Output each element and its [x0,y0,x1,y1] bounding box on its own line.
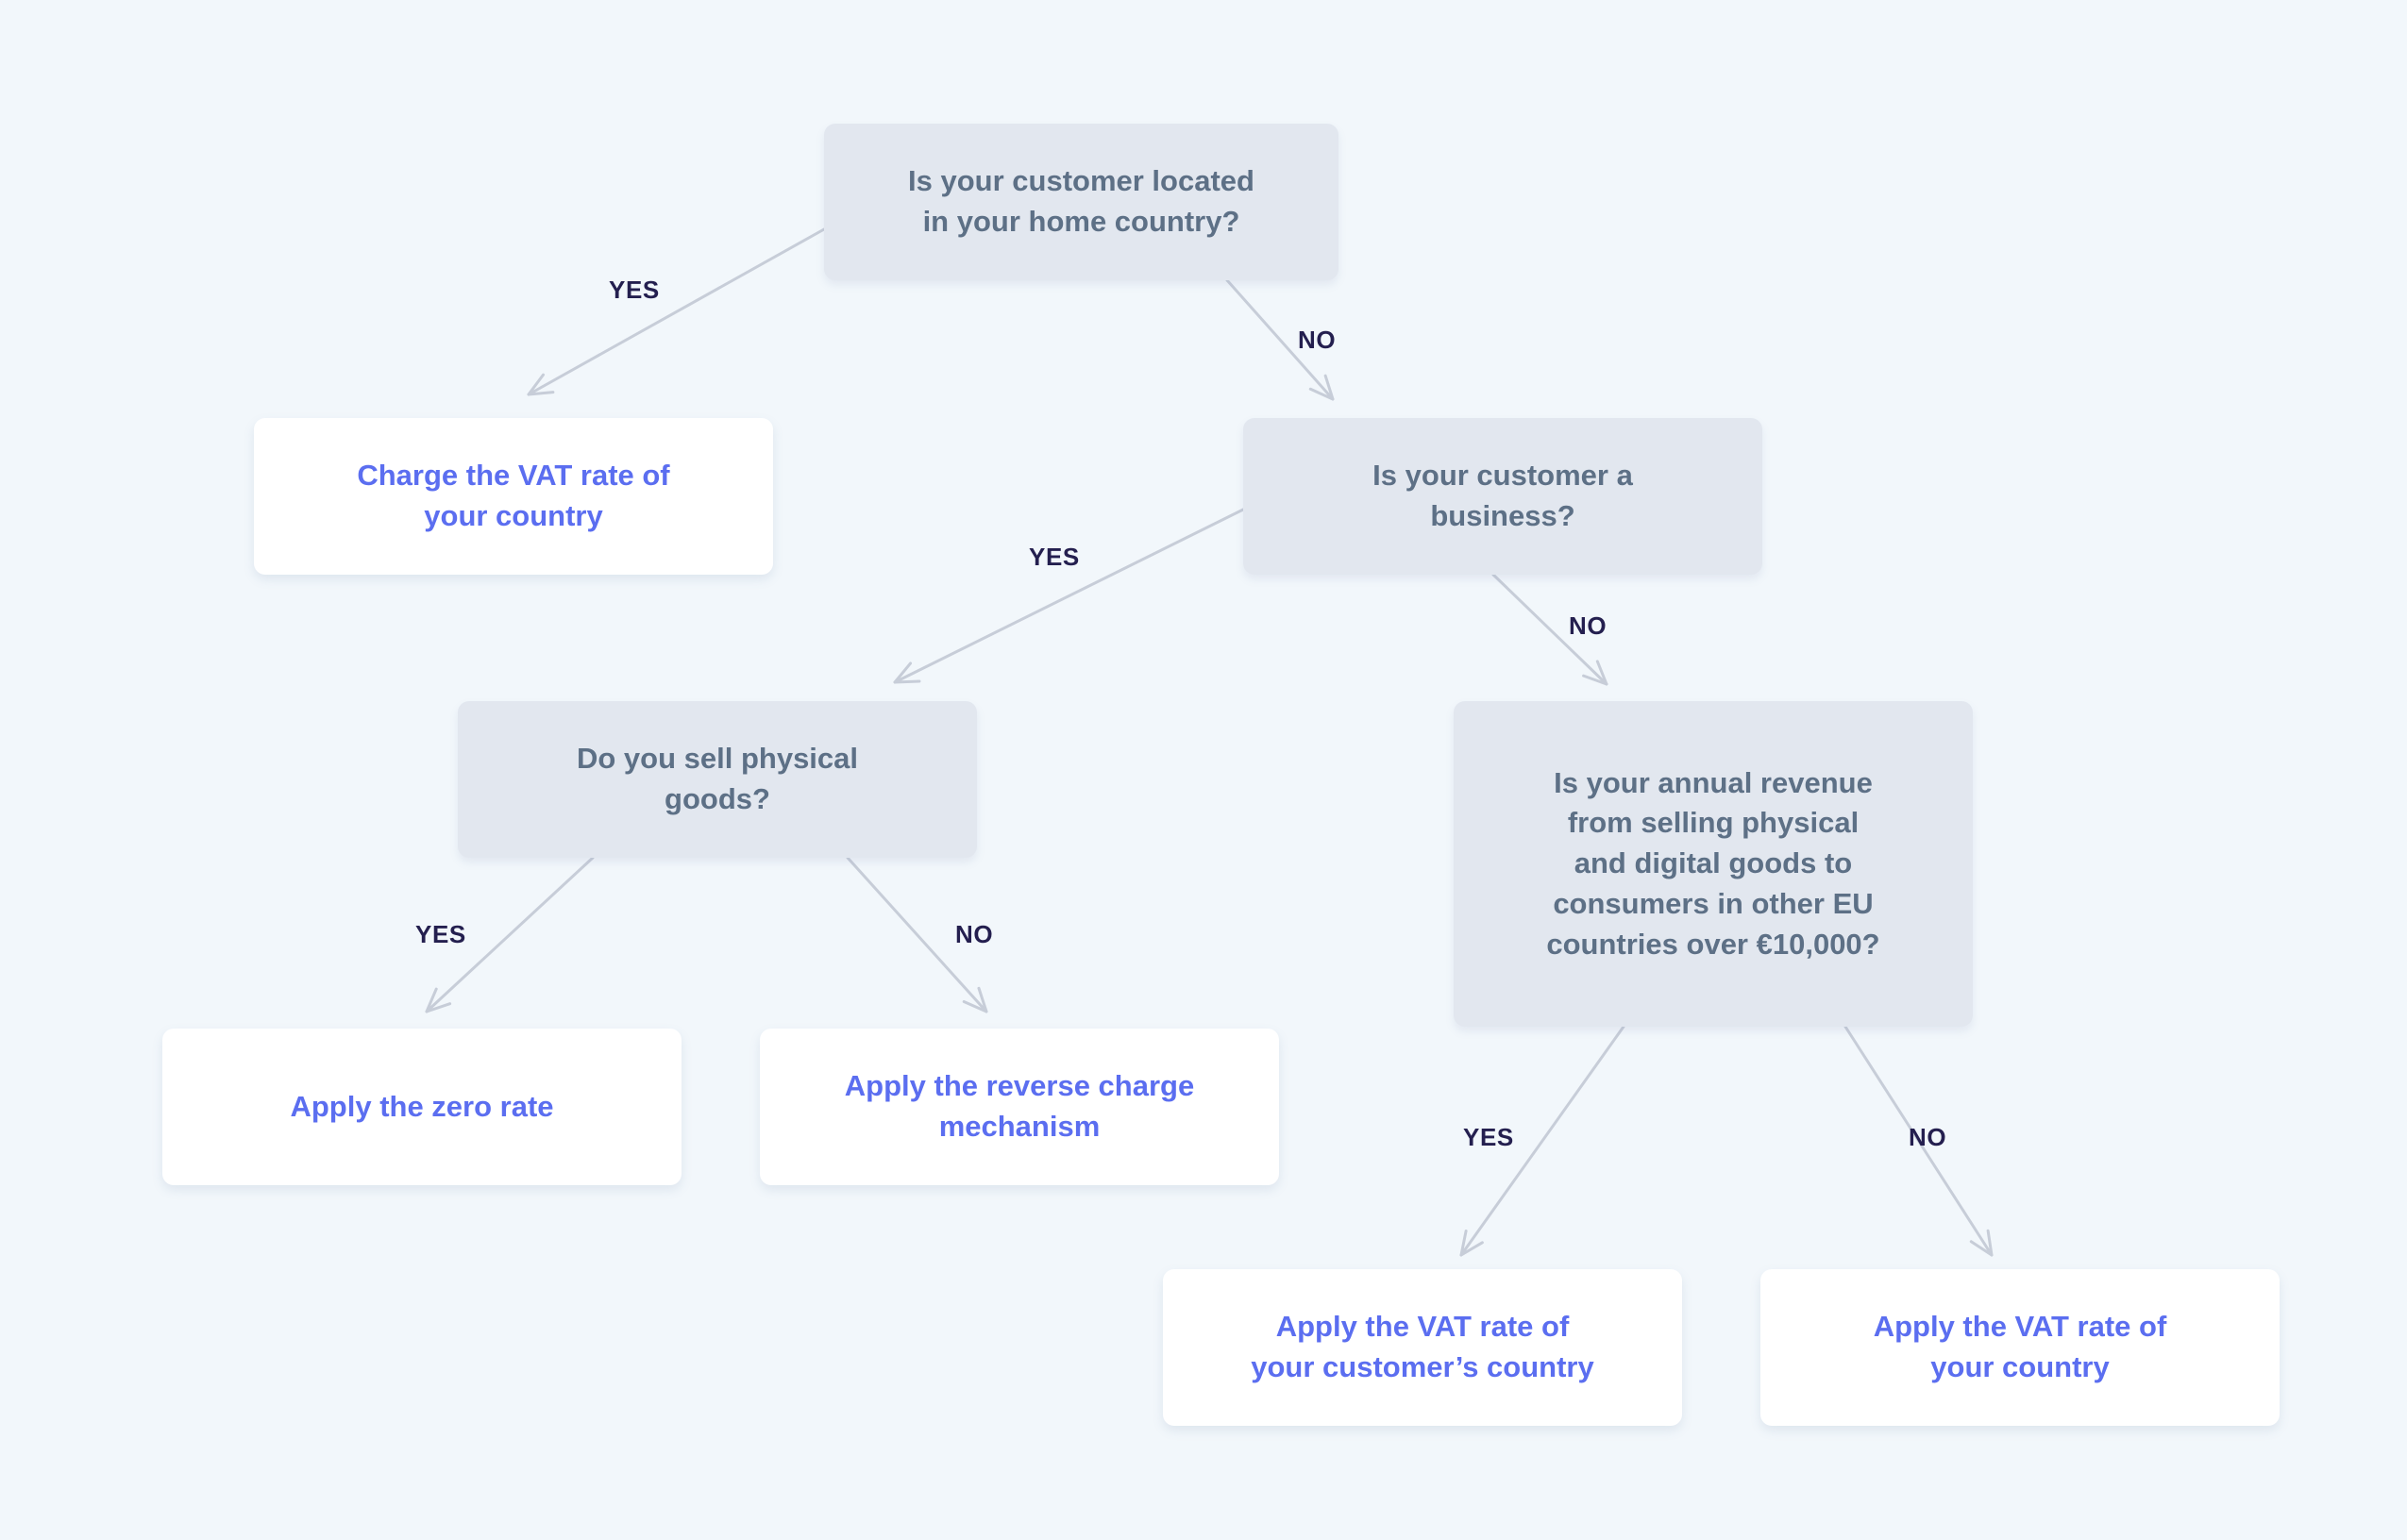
node-label: Apply the VAT rate of your customer’s co… [1251,1310,1594,1383]
outcome-node: Charge the VAT rate of your country [254,418,773,575]
flow-arrow [893,508,1245,684]
node-label: Is your customer located in your home co… [908,164,1254,238]
outcome-node: Apply the VAT rate of your customer’s co… [1163,1269,1682,1426]
node-label: Apply the zero rate [290,1089,554,1123]
decision-node: Is your customer located in your home co… [824,124,1338,280]
node-label: Charge the VAT rate of your country [357,459,670,532]
node-label: Is your annual revenue from selling phys… [1546,765,1880,961]
decision-node: Is your customer a business? [1243,418,1762,575]
edge-label-no: NO [955,920,994,948]
flow-arrow [527,227,826,396]
outcome-node: Apply the reverse charge mechanism [760,1029,1279,1185]
node-label: Apply the reverse charge mechanism [844,1069,1195,1143]
node-label: Is your customer a business? [1372,459,1633,532]
node-label: Apply the VAT rate of your country [1873,1310,2167,1383]
edge-label-no: NO [1569,611,1607,640]
decision-node: Is your annual revenue from selling phys… [1454,701,1973,1027]
outcome-node: Apply the zero rate [162,1029,682,1185]
edge-label-yes: YES [609,276,660,304]
edge-label-no: NO [1909,1123,1947,1151]
decision-node: Do you sell physical goods? [458,701,977,858]
edge-label-no: NO [1298,326,1337,354]
edge-label-yes: YES [415,920,466,948]
node-label: Do you sell physical goods? [576,742,859,815]
outcome-node: Apply the VAT rate of your country [1760,1269,2280,1426]
edge-label-yes: YES [1463,1123,1514,1151]
edge-label-yes: YES [1029,543,1080,571]
